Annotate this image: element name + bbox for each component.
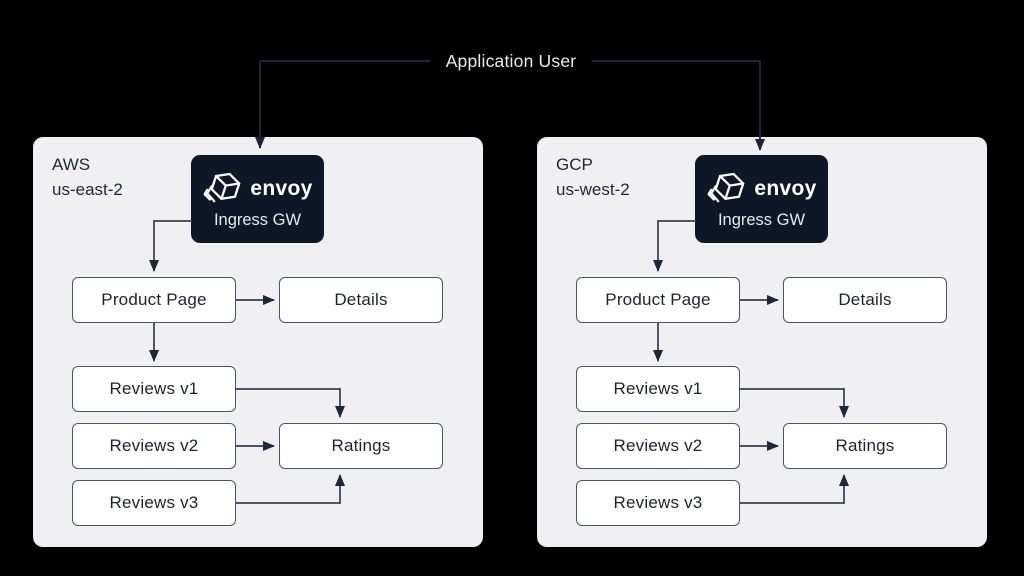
node-reviews-v1: Reviews v1 <box>576 366 740 412</box>
node-details: Details <box>279 277 443 323</box>
envoy-wordmark: envoy <box>754 176 817 200</box>
gcp-ingress-gateway: envoy Ingress GW <box>695 155 828 243</box>
node-reviews-v2: Reviews v2 <box>576 423 740 469</box>
envoy-logo-icon <box>202 171 242 207</box>
node-ratings: Ratings <box>783 423 947 469</box>
node-ratings: Ratings <box>279 423 443 469</box>
application-user-label: Application User <box>430 49 592 74</box>
region-label-gcp: GCP us-west-2 <box>556 153 630 202</box>
provider-name: GCP <box>556 155 593 174</box>
aws-ingress-gateway: envoy Ingress GW <box>191 155 324 243</box>
node-details: Details <box>783 277 947 323</box>
node-reviews-v2: Reviews v2 <box>72 423 236 469</box>
panel-gcp-us-west-2: GCP us-west-2 envoy Ingress GW <box>537 137 987 547</box>
gateway-role-label: Ingress GW <box>717 210 806 229</box>
envoy-wordmark: envoy <box>250 176 313 200</box>
region-name: us-west-2 <box>556 179 630 199</box>
node-product-page: Product Page <box>72 277 236 323</box>
envoy-logo-icon <box>706 171 746 207</box>
node-product-page: Product Page <box>576 277 740 323</box>
panel-aws-us-east-2: AWS us-east-2 envoy Ingress GW <box>33 137 483 547</box>
node-reviews-v3: Reviews v3 <box>576 480 740 526</box>
region-label-aws: AWS us-east-2 <box>52 153 123 202</box>
provider-name: AWS <box>52 155 91 174</box>
region-name: us-east-2 <box>52 179 123 199</box>
node-reviews-v1: Reviews v1 <box>72 366 236 412</box>
gateway-role-label: Ingress GW <box>213 210 302 229</box>
node-reviews-v3: Reviews v3 <box>72 480 236 526</box>
